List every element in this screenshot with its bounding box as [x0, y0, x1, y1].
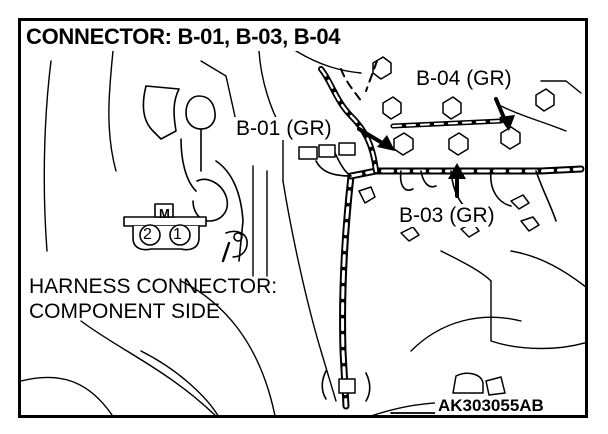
arrowheads	[377, 115, 515, 179]
harness-note-line2: COMPONENT SIDE	[29, 300, 220, 323]
page-title: CONNECTOR: B-01, B-03, B-04	[24, 24, 345, 51]
label-b01: B-01 (GR)	[233, 117, 335, 140]
left-component	[142, 85, 248, 263]
connector-shapes	[298, 56, 555, 396]
routing-dash	[340, 60, 378, 102]
harness-note-line1: HARNESS CONNECTOR:	[29, 275, 278, 298]
diagram-frame: CONNECTOR: B-01, B-03, B-04 B-04 (GR) B-…	[18, 18, 588, 418]
label-b03: B-03 (GR)	[396, 204, 498, 227]
figure-code: AK303055AB	[435, 396, 547, 415]
wiring-harness	[315, 66, 585, 410]
connector-key-label: M	[159, 206, 170, 221]
harness-note: HARNESS CONNECTOR: COMPONENT SIDE	[29, 274, 277, 324]
connector-symbol	[123, 203, 207, 251]
engine-outline	[21, 50, 585, 415]
connector-pin-1: 1	[173, 226, 182, 243]
engine-bay-illustration	[21, 50, 585, 415]
label-b04: B-04 (GR)	[413, 67, 515, 90]
connector-pin-2: 2	[143, 226, 152, 243]
